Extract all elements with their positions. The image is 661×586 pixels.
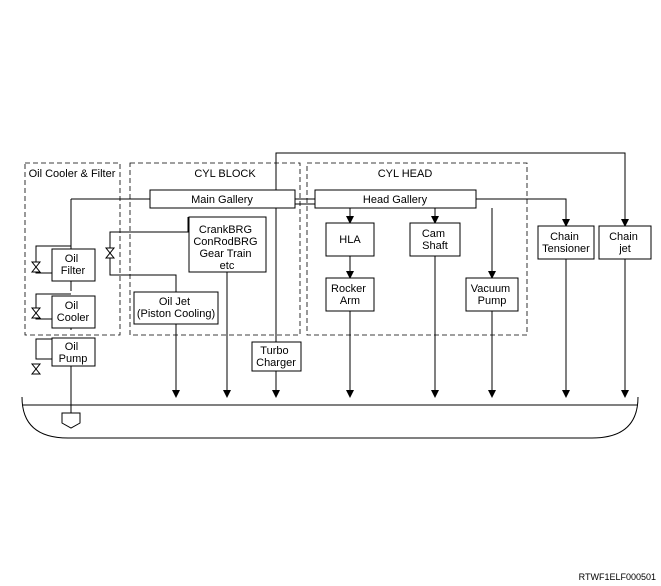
cyl-head-title: CYL HEAD <box>378 168 433 180</box>
oil-cooler-label: Oil Cooler <box>57 300 90 324</box>
chain-jet-label: Chain jet <box>609 231 641 255</box>
chain-tensioner-label: Chain Tensioner <box>542 231 590 255</box>
figure-code: RTWF1ELF000501 <box>579 572 656 582</box>
oil-cooler-filter-title: Oil Cooler & Filter <box>29 168 116 180</box>
oil-pump-box <box>51 337 96 367</box>
main-gallery <box>149 189 296 209</box>
vacuum-pump-box <box>465 277 519 312</box>
crank-bearings-box <box>188 216 267 273</box>
rocker-arm-box <box>325 277 375 312</box>
cam-shaft-box <box>409 222 461 257</box>
vacuum-pump-label: Vacuum Pump <box>471 283 514 307</box>
oil-pump-label: Oil Pump <box>59 341 88 365</box>
hla-label: HLA <box>339 234 361 246</box>
hla-box <box>325 222 375 257</box>
oil-passages <box>35 152 629 413</box>
oil-jet-box <box>133 291 219 325</box>
oil-filter-box <box>51 248 96 282</box>
oil-pump-relief-valve-icon <box>30 363 42 375</box>
cyl-head-region <box>306 162 528 336</box>
chain-tensioner-box <box>537 225 595 260</box>
rocker-arm-label: Rocker Arm <box>331 283 369 307</box>
cyl-block-region <box>129 162 301 336</box>
head-gallery-label: Head Gallery <box>363 194 428 206</box>
oil-jet-label: Oil Jet (Piston Cooling) <box>137 296 215 320</box>
cyl-block-title: CYL BLOCK <box>194 168 256 180</box>
turbo-charger-label: Turbo Charger <box>256 345 296 369</box>
oil-filter-bypass-valve-icon <box>30 261 42 273</box>
oil-pan <box>21 396 639 439</box>
oil-filter-label: Oil Filter <box>61 253 86 277</box>
oil-strainer <box>61 412 81 429</box>
oil-cooler-bypass-valve-icon <box>30 307 42 319</box>
chain-jet-box <box>598 225 652 260</box>
oil-jet-check-valve-icon <box>104 247 116 259</box>
oil-cooler-filter-region <box>24 162 121 336</box>
main-gallery-label: Main Gallery <box>191 194 253 206</box>
turbo-charger-box <box>251 341 302 372</box>
head-gallery <box>314 189 477 209</box>
crank-bearings-label: CrankBRG ConRodBRG Gear Train etc <box>193 224 260 272</box>
cam-shaft-label: Cam Shaft <box>422 228 448 252</box>
oil-cooler-box <box>51 295 96 329</box>
